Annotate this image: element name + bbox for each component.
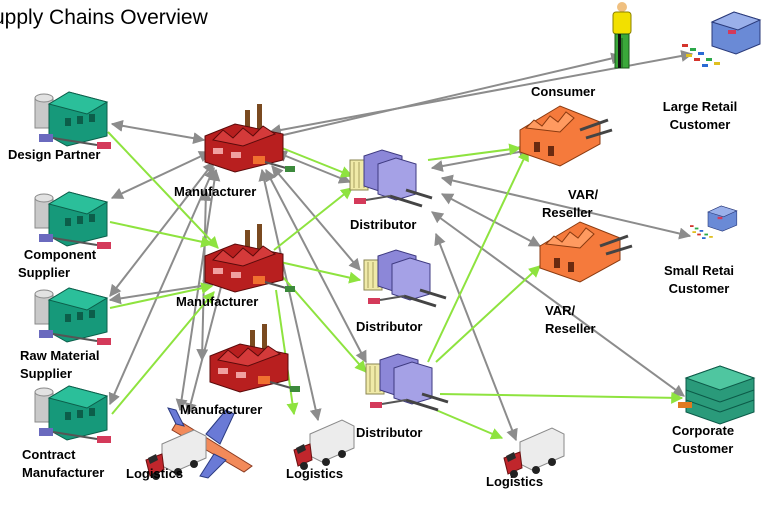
label-line: Manufacturer: [22, 465, 105, 480]
label-line: Supplier: [20, 366, 73, 381]
corporate-building-icon: [678, 365, 756, 425]
retail-store-icon: [681, 11, 761, 68]
label-line: Customer: [672, 441, 734, 456]
label-line: Component: [23, 247, 97, 262]
label-distributor-1: Distributor: [350, 217, 417, 232]
label-logistics-1: Logistics: [126, 466, 184, 481]
label-logistics-3: Logistics: [486, 474, 544, 489]
label-line: Customer: [669, 117, 731, 132]
warehouse-icon: [364, 352, 450, 412]
label-line: Large Retail: [662, 99, 738, 114]
label-var-reseller-2: VAR/ Reseller: [545, 302, 596, 338]
label-design-partner: Design Partner: [8, 147, 101, 162]
factory-icon: [204, 223, 296, 293]
label-line: VAR/: [568, 187, 599, 202]
label-line: Reseller: [542, 205, 593, 220]
supplier-building-icon: [34, 191, 112, 250]
truck-icon: [503, 427, 565, 479]
retail-store-icon: [689, 205, 738, 240]
label-line: Supplier: [18, 265, 71, 280]
label-distributor-2: Distributor: [356, 319, 423, 334]
page-title: upply Chains Overview: [0, 6, 208, 29]
label-line: Raw Material: [20, 348, 100, 363]
label-small-retail-customer: Small Retai Customer: [654, 262, 744, 298]
factory-icon: [209, 323, 301, 393]
label-line: Reseller: [545, 321, 596, 336]
supplier-building-icon: [34, 385, 112, 444]
label-raw-material-supplier: Raw Material Supplier: [20, 347, 99, 383]
warehouse-icon: [348, 148, 434, 208]
label-var-reseller-1: VAR/ Reseller: [542, 186, 599, 222]
store-icon: [538, 220, 634, 284]
consumer-person-icon: [612, 2, 632, 69]
label-line: VAR/: [545, 303, 576, 318]
label-large-retail-customer: Large Retail Customer: [652, 98, 748, 134]
label-component-supplier: Component Supplier: [18, 246, 102, 282]
supplier-building-icon: [34, 91, 112, 150]
label-line: Customer: [668, 281, 730, 296]
label-line: Small Retai: [663, 263, 735, 278]
warehouse-icon: [362, 248, 448, 308]
label-logistics-2: Logistics: [286, 466, 344, 481]
truck-icon: [293, 419, 355, 471]
label-corporate-customer: Corporate Customer: [660, 422, 746, 458]
label-line: Contract: [22, 447, 76, 462]
label-consumer: Consumer: [531, 84, 596, 99]
label-manufacturer-2: Manufacturer: [176, 294, 259, 309]
label-distributor-3: Distributor: [356, 425, 423, 440]
label-line: Corporate: [671, 423, 735, 438]
label-manufacturer-1: Manufacturer: [174, 184, 257, 199]
label-contract-manufacturer: Contract Manufacturer: [22, 446, 104, 482]
supplier-building-icon: [34, 287, 112, 346]
store-icon: [518, 104, 614, 168]
label-manufacturer-3: Manufacturer: [180, 402, 263, 417]
factory-icon: [204, 103, 296, 173]
